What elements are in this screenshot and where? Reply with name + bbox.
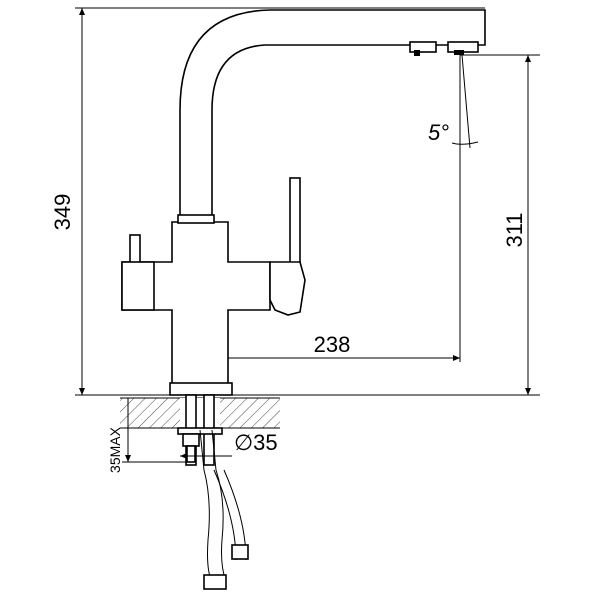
- spout-height-dimension: 311: [502, 55, 531, 395]
- mixer-body: [121, 177, 306, 396]
- right-handle: [289, 177, 301, 269]
- spout: [179, 9, 486, 221]
- total-height-label: 349: [50, 194, 75, 231]
- counter-thickness-dimension: 35MAX: [107, 398, 190, 473]
- countertop-section: [120, 397, 280, 429]
- left-handle: [129, 234, 141, 264]
- total-height-dimension: 349: [50, 7, 85, 395]
- spout-height-label: 311: [502, 212, 527, 247]
- extension-lines: [75, 7, 540, 396]
- mounting-hardware: [177, 394, 249, 590]
- spout-angle-dimension: 5°: [428, 54, 479, 149]
- counter-thickness-label: 35MAX: [107, 426, 123, 473]
- hole-diameter-dimension: ∅35: [180, 430, 278, 459]
- spout-reach-dimension: 238: [199, 55, 461, 395]
- spout-angle-label: 5°: [428, 120, 449, 145]
- spout-reach-label: 238: [314, 332, 351, 357]
- hole-diameter-label: ∅35: [234, 430, 278, 455]
- base: [169, 382, 233, 396]
